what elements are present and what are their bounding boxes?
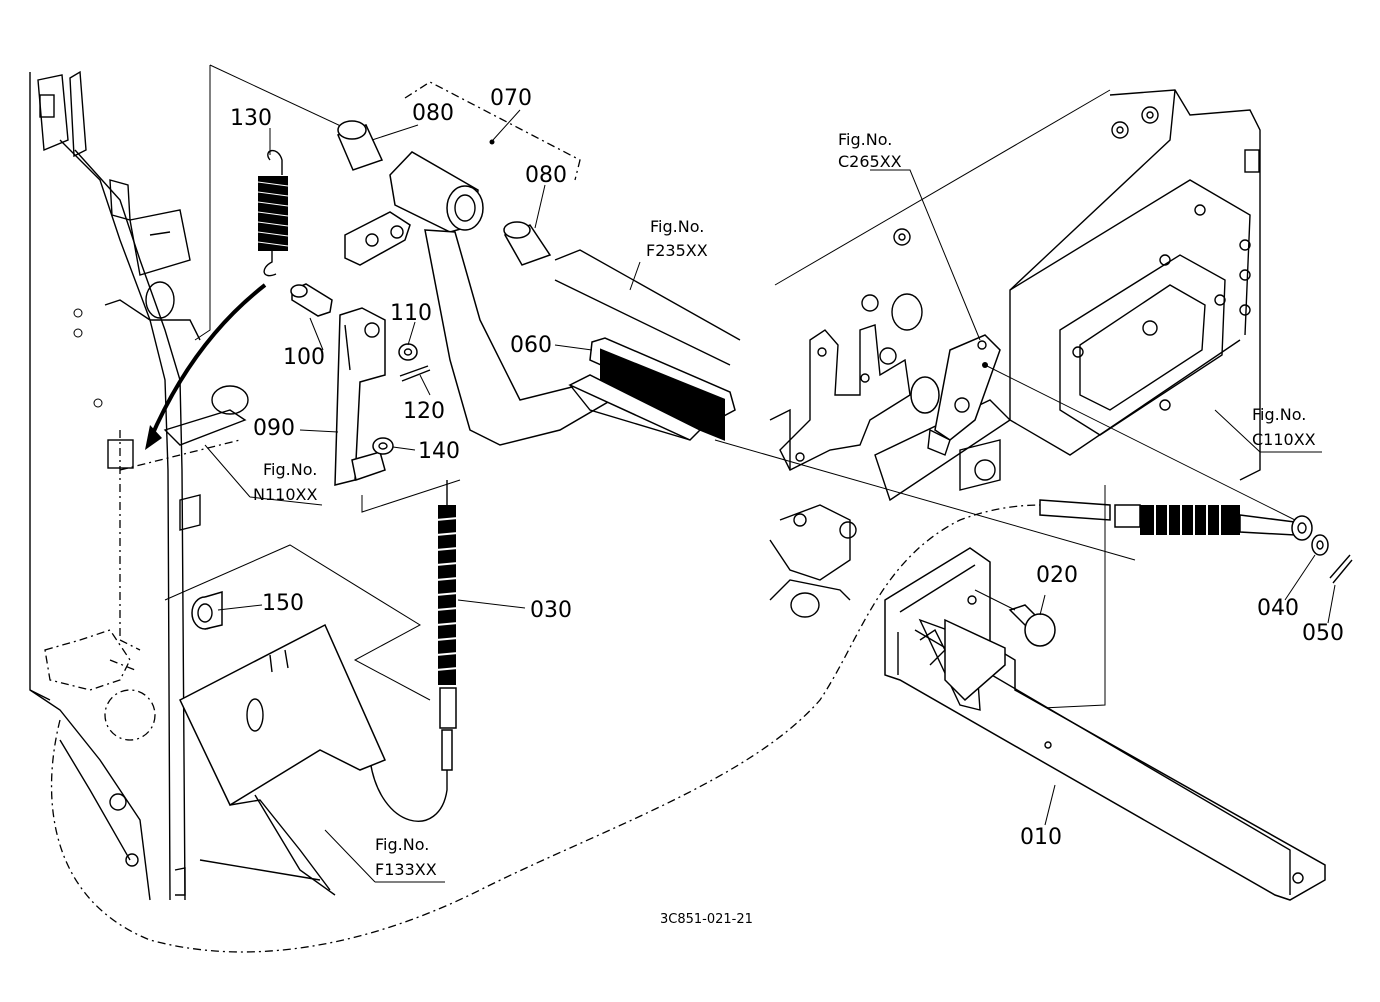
svg-text:F133XX: F133XX: [375, 860, 437, 879]
svg-text:Fig.No.: Fig.No.: [838, 130, 892, 149]
bracket-and-pin: [290, 211, 461, 513]
part-label-080-upper: 080: [412, 101, 454, 126]
part-label-140: 140: [418, 439, 460, 464]
bracket-arm: [884, 485, 1326, 901]
figure-references: Fig.No. C265XX Fig.No. F235XX Fig.No. C1…: [253, 130, 1316, 879]
fig-ref-f133xx: Fig.No. F133XX: [375, 835, 437, 879]
part-label-060: 060: [510, 333, 552, 358]
fig-ref-c265xx: Fig.No. C265XX: [838, 130, 902, 171]
part-label-020: 020: [1036, 563, 1078, 588]
fig-ref-c110xx: Fig.No. C110XX: [1252, 405, 1316, 449]
svg-text:Fig.No.: Fig.No.: [1252, 405, 1306, 424]
svg-text:N110XX: N110XX: [253, 485, 317, 504]
part-label-080-lower: 080: [525, 163, 567, 188]
spring-part: [194, 64, 361, 341]
part-labels: 010 020 030 040 050 060 070 080 080 090 …: [230, 86, 1344, 850]
part-label-110: 110: [390, 301, 432, 326]
transmission-case: [714, 89, 1306, 618]
part-label-040: 040: [1257, 596, 1299, 621]
left-frame-panel: [29, 70, 267, 901]
svg-text:Fig.No.: Fig.No.: [650, 217, 704, 236]
svg-text:Fig.No.: Fig.No.: [375, 835, 429, 854]
svg-text:F235XX: F235XX: [646, 241, 708, 260]
part-label-150: 150: [262, 591, 304, 616]
svg-text:C265XX: C265XX: [838, 152, 902, 171]
svg-text:Fig.No.: Fig.No.: [263, 460, 317, 479]
leader-lines: [204, 109, 1336, 883]
right-cable: [1039, 499, 1353, 584]
svg-text:C110XX: C110XX: [1252, 430, 1316, 449]
floor-plate: [50, 504, 1046, 953]
part-label-130: 130: [230, 106, 272, 131]
part-label-090: 090: [253, 416, 295, 441]
cable-part: [369, 480, 459, 822]
fig-ref-n110xx: Fig.No. N110XX: [253, 460, 317, 504]
part-label-050: 050: [1302, 621, 1344, 646]
part-label-030: 030: [530, 598, 572, 623]
fig-ref-f235xx: Fig.No. F235XX: [646, 217, 708, 260]
drawing-id: 3C851-021-21: [660, 912, 753, 927]
part-label-070: 070: [490, 86, 532, 111]
part-label-010: 010: [1020, 825, 1062, 850]
part-label-100: 100: [283, 345, 325, 370]
pedal-assembly: [336, 81, 741, 446]
part-label-120: 120: [403, 399, 445, 424]
